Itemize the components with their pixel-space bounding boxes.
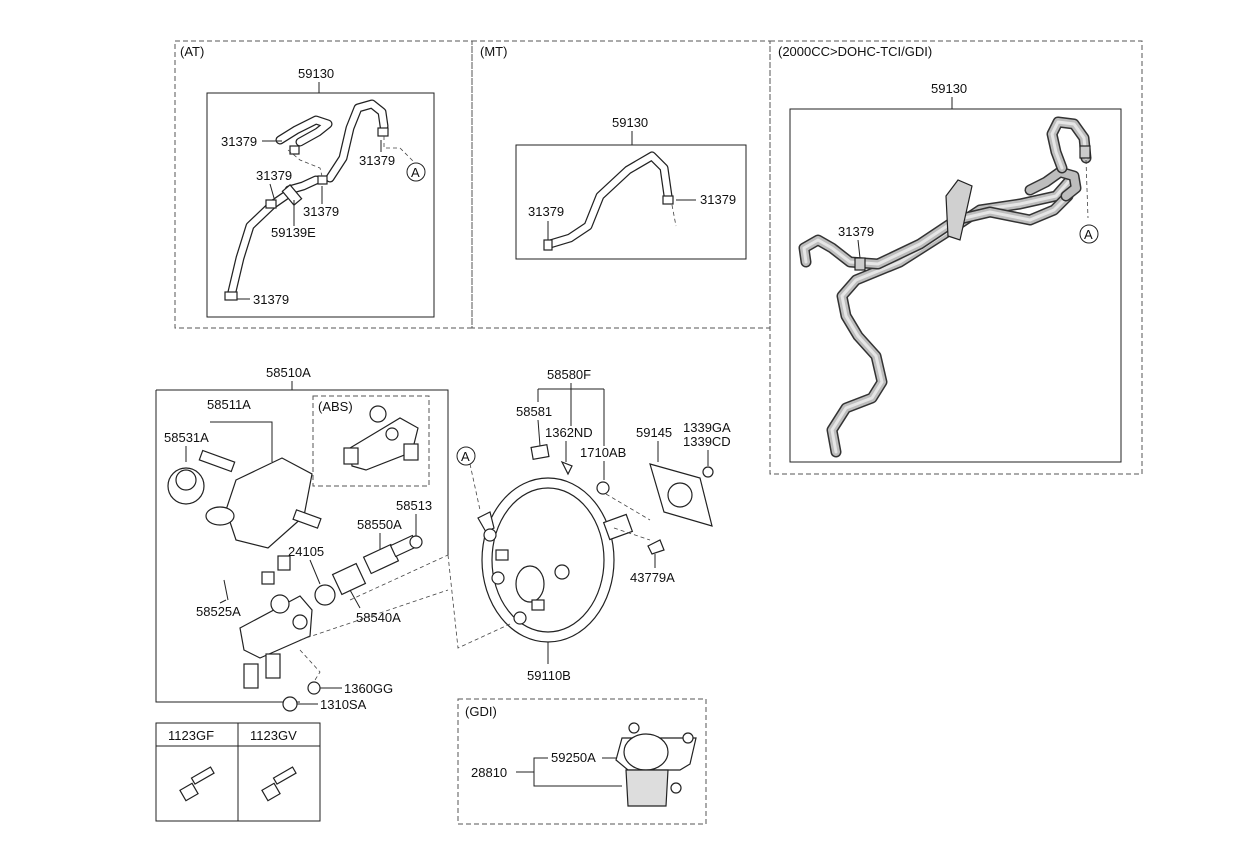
svg-text:A: A xyxy=(1084,227,1093,242)
label-58511A: 58511A xyxy=(207,397,251,412)
label-59110B: 59110B xyxy=(527,668,571,683)
label-31379-gdi: 31379 xyxy=(838,224,874,239)
label-1360GG: 1360GG xyxy=(344,681,393,696)
label-59250A: 59250A xyxy=(551,750,596,765)
label-31379-at-d: 31379 xyxy=(303,204,339,219)
bolt-table-header-1123GF: 1123GF xyxy=(168,728,214,743)
label-31379-mt-a: 31379 xyxy=(528,204,564,219)
label-59130-at: 59130 xyxy=(298,66,334,81)
gdi-engine-section-title: (2000CC>DOHC-TCI/GDI) xyxy=(778,44,932,59)
label-59130-gdi: 59130 xyxy=(931,81,967,96)
label-58540A: 58540A xyxy=(356,610,401,625)
label-58510A: 58510A xyxy=(266,365,311,380)
label-58580F: 58580F xyxy=(547,367,591,382)
label-1339GA: 1339GA xyxy=(683,420,731,435)
label-1310SA: 1310SA xyxy=(320,697,367,712)
label-58581: 58581 xyxy=(516,404,552,419)
callout-a-booster: A xyxy=(456,446,476,466)
callout-a-gdi: A xyxy=(1079,224,1099,244)
mt-section-title: (MT) xyxy=(480,44,507,59)
mt-section: (MT) 59130 31379 31379 xyxy=(471,40,771,329)
label-24105: 24105 xyxy=(288,544,324,559)
at-section-title: (AT) xyxy=(180,44,204,59)
label-59130-mt: 59130 xyxy=(612,115,648,130)
at-section: (AT) 59130 31379 31379 31379 31379 59139… xyxy=(174,40,473,329)
bolt-1123GF-icon xyxy=(179,766,215,802)
label-58531A: 58531A xyxy=(164,430,209,445)
bolt-1123GV-icon xyxy=(261,766,297,802)
label-1710AB: 1710AB xyxy=(580,445,626,460)
booster-group: A 59110B 58580F 58581 1362ND 1710AB 5914… xyxy=(447,367,731,683)
label-1339CD: 1339CD xyxy=(683,434,731,449)
svg-text:A: A xyxy=(411,165,420,180)
label-31379-at-a: 31379 xyxy=(221,134,257,149)
label-28810: 28810 xyxy=(471,765,507,780)
master-cylinder-group: 58510A (ABS) 58511A 58531A xyxy=(155,365,449,712)
svg-text:A: A xyxy=(461,449,470,464)
label-31379-at-b: 31379 xyxy=(359,153,395,168)
gdi-section-title: (GDI) xyxy=(465,704,497,719)
label-59139E: 59139E xyxy=(271,225,316,240)
label-1362ND: 1362ND xyxy=(545,425,593,440)
gdi-pump-section: (GDI) 28810 59250A xyxy=(457,698,707,825)
label-58525A: 58525A xyxy=(196,604,241,619)
label-43779A: 43779A xyxy=(630,570,675,585)
bolt-table: 1123GF 1123GV xyxy=(155,722,321,822)
label-58550A: 58550A xyxy=(357,517,402,532)
gdi-engine-section: (2000CC>DOHC-TCI/GDI) 59130 31379 A xyxy=(769,40,1143,475)
callout-a-at: A xyxy=(406,162,426,182)
bolt-table-header-1123GV: 1123GV xyxy=(250,728,297,743)
label-59145: 59145 xyxy=(636,425,672,440)
abs-section-title: (ABS) xyxy=(318,399,353,414)
label-31379-at-e: 31379 xyxy=(253,292,289,307)
label-31379-mt-b: 31379 xyxy=(700,192,736,207)
label-31379-at-c: 31379 xyxy=(256,168,292,183)
label-58513: 58513 xyxy=(396,498,432,513)
abs-subsection: (ABS) xyxy=(312,395,430,487)
